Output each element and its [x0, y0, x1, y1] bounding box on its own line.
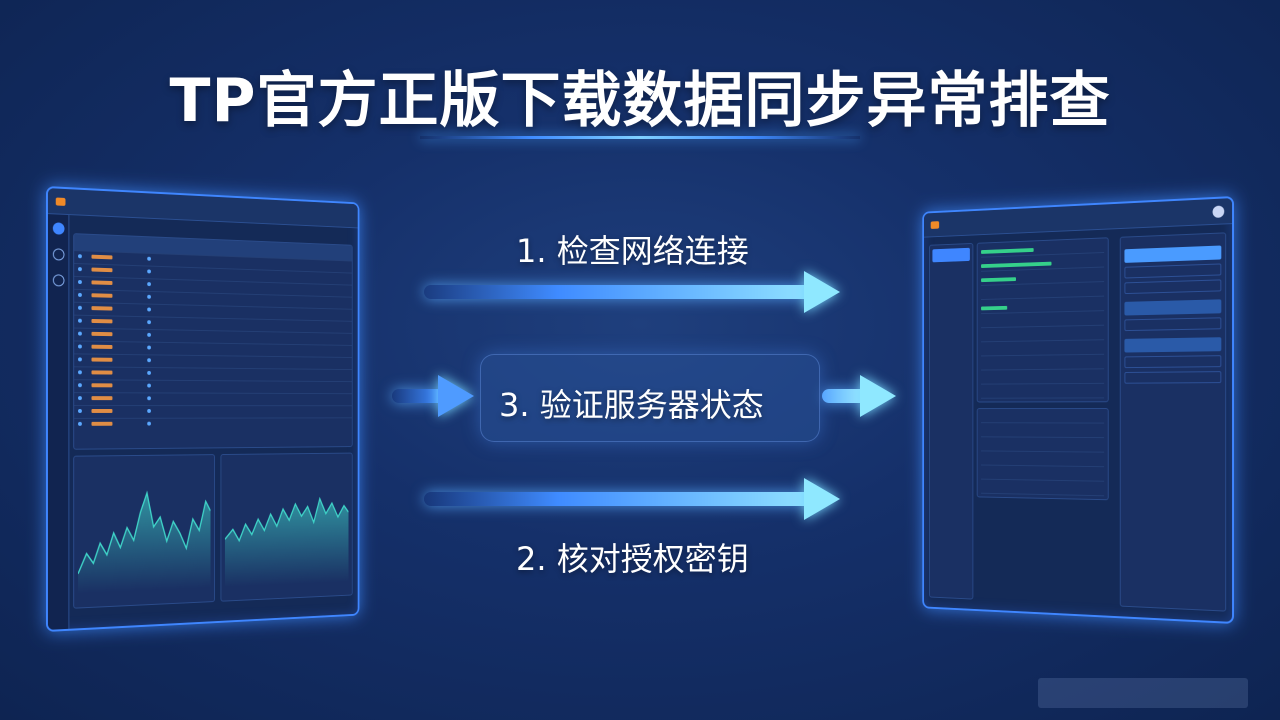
list-item — [981, 299, 1105, 315]
step-2-label: 2. 核对授权密钥 — [516, 540, 749, 578]
sidebar-home-icon — [52, 222, 65, 235]
list-item — [981, 328, 1105, 343]
line-chart-right — [224, 470, 349, 588]
list-item — [981, 440, 1105, 453]
nav-item — [932, 282, 969, 296]
page-title: TP官方正版下载数据同步异常排查 — [169, 66, 1111, 136]
app-logo-icon — [930, 220, 940, 229]
list-item — [981, 468, 1105, 482]
right-panel-settings — [1119, 232, 1227, 612]
watermark — [1038, 678, 1248, 708]
list-item — [981, 343, 1105, 357]
step-3-box — [480, 354, 820, 442]
list-item — [981, 425, 1105, 439]
info-card — [976, 408, 1109, 501]
settings-field — [1124, 263, 1222, 279]
list-item — [981, 255, 1105, 272]
list-item — [981, 411, 1105, 424]
avatar — [1212, 204, 1225, 218]
arrow-step-3-left — [392, 389, 440, 403]
settings-toggle — [1124, 299, 1222, 316]
settings-field — [1124, 279, 1222, 295]
nav-item — [932, 298, 969, 312]
left-panel-main — [73, 219, 353, 622]
list-item — [981, 270, 1105, 286]
right-panel-nav — [929, 242, 974, 600]
list-item — [981, 357, 1105, 371]
settings-toggle — [1124, 337, 1222, 353]
table-row — [74, 417, 352, 431]
list-item — [981, 454, 1105, 468]
table-row — [74, 392, 352, 406]
chart-card-right — [220, 452, 353, 602]
sidebar-settings-icon — [52, 274, 65, 287]
right-panel-topbar — [923, 198, 1233, 238]
chart-card-left — [73, 454, 216, 609]
settings-field — [1124, 371, 1222, 384]
nav-item — [932, 315, 969, 329]
title-underline-glow — [420, 136, 860, 139]
app-logo-icon — [55, 196, 66, 206]
line-chart-left — [78, 472, 211, 594]
settings-primary-button — [1124, 245, 1222, 263]
chart-card-title — [74, 455, 214, 465]
charts-row — [73, 452, 353, 609]
right-panel-middle — [976, 237, 1109, 606]
step-1-label: 1. 检查网络连接 — [516, 232, 749, 270]
table-row — [74, 405, 352, 418]
arrow-step-2 — [424, 492, 806, 506]
left-dashboard-panel — [46, 186, 360, 632]
nav-item — [932, 332, 969, 346]
left-panel-sidebar — [47, 214, 70, 630]
list-item — [981, 372, 1105, 385]
list-item — [981, 386, 1105, 399]
list-item — [981, 482, 1105, 497]
chart-card-title — [221, 454, 351, 463]
settings-field — [1124, 355, 1222, 369]
sidebar-search-icon — [52, 248, 65, 261]
data-table — [73, 233, 353, 450]
step-3-label: 3. 验证服务器状态 — [499, 386, 764, 424]
arrow-step-3-right — [822, 389, 862, 403]
status-card — [976, 237, 1109, 403]
arrow-step-1 — [424, 285, 806, 299]
list-item — [981, 284, 1105, 300]
right-dashboard-panel — [922, 196, 1234, 624]
table-row — [74, 379, 352, 394]
list-item — [981, 241, 1105, 258]
nav-item-active — [932, 247, 970, 263]
settings-field — [1124, 317, 1222, 332]
list-item — [981, 314, 1105, 329]
nav-item — [932, 265, 969, 279]
